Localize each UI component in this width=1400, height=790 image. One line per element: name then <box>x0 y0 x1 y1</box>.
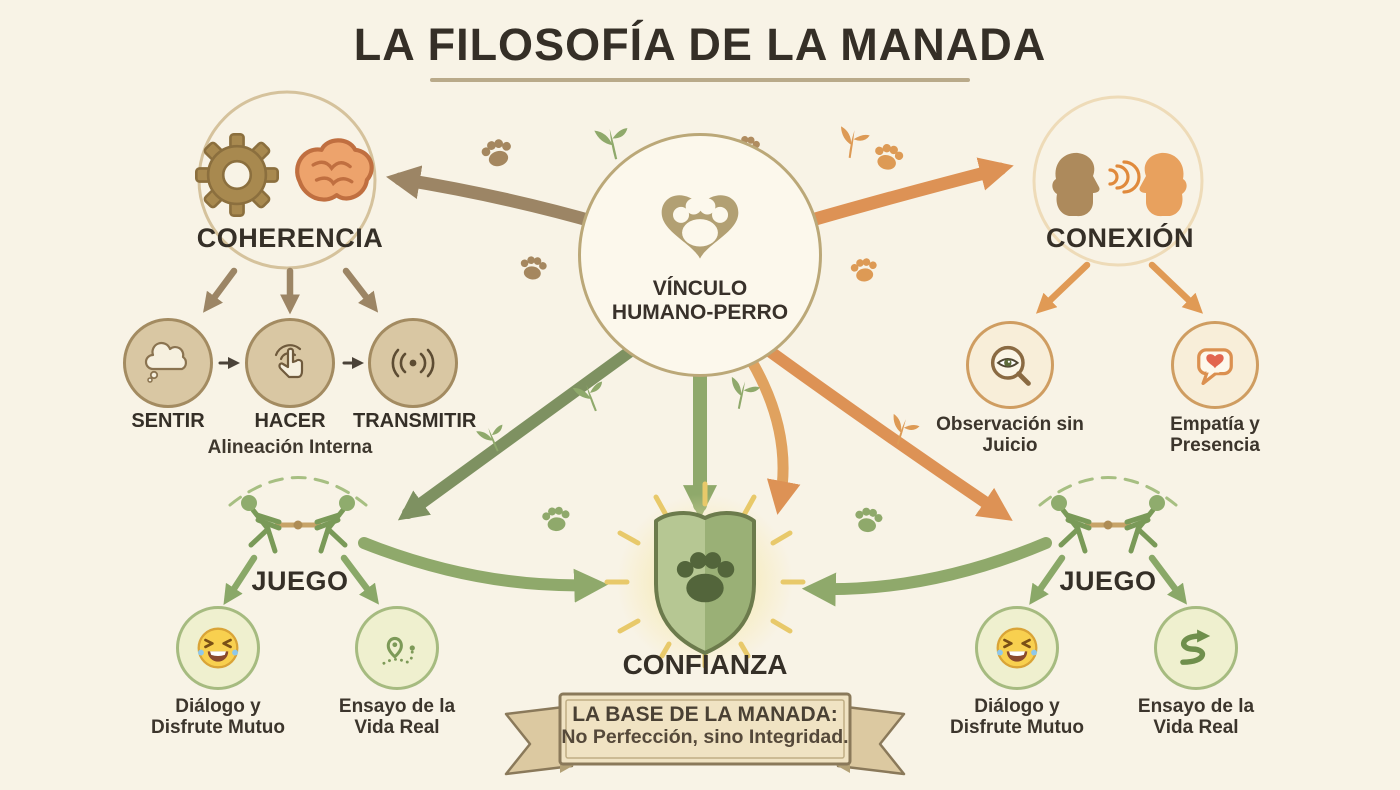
circle-observacion <box>966 321 1054 409</box>
leaf-icon <box>834 126 871 161</box>
s-curve-arrow-icon <box>1180 629 1211 665</box>
circle-dialogo-right <box>975 606 1059 690</box>
arrow-juego-right-to-confianza <box>801 537 1052 607</box>
circle-ensayo-left <box>355 606 439 690</box>
thought-cloud-icon <box>144 341 188 383</box>
leaf-icon <box>724 376 761 413</box>
step-label-transmitir: TRANSMITIR <box>353 410 477 432</box>
arrow-center-to-conexion <box>791 157 1014 231</box>
label-observacion: Observación sin Juicio <box>936 414 1084 457</box>
talking-heads-icon <box>1038 122 1198 237</box>
tug-of-war-icon-right <box>1023 487 1193 572</box>
route-map-icon <box>382 636 415 665</box>
banner-ribbon <box>504 692 906 776</box>
arrow-coherencia-to-transmitir <box>342 267 379 313</box>
paw-icon <box>871 141 906 173</box>
paw-icon <box>852 505 884 535</box>
paw-icon <box>849 256 879 284</box>
arrow-coherencia-to-sentir <box>203 267 238 313</box>
arrow-conexion-to-observacion <box>1035 261 1091 314</box>
conexion-title: CONEXIÓN <box>1045 223 1195 253</box>
paw-icon <box>479 136 516 170</box>
confianza-rays <box>604 481 806 669</box>
juego-left-arc <box>228 476 368 507</box>
circle-ensayo-right <box>1154 606 1238 690</box>
brain-icon <box>288 131 382 219</box>
confianza-title: CONFIANZA <box>622 649 788 680</box>
arrow-center-to-coherencia <box>386 165 609 231</box>
signal-waves-icon <box>391 348 435 378</box>
paw-icon <box>518 255 548 282</box>
arrow-juego-right-to-dialogo <box>1029 554 1066 605</box>
tap-hand-icon <box>274 344 304 379</box>
arrow-juego-left-to-confianza <box>358 537 609 603</box>
center-node-vinculo: VÍNCULO HUMANO-PERRO <box>578 133 822 377</box>
banner-line2: No Perfección, sino Integridad. <box>561 726 849 748</box>
juego-right-title: JUEGO <box>1059 566 1157 596</box>
tug-of-war-icon-left <box>213 487 383 572</box>
label-dialogo-left: Diálogo y Disfrute Mutuo <box>150 696 286 739</box>
circle-empatia <box>1171 321 1259 409</box>
arrow-juego-left-to-ensayo <box>340 554 379 605</box>
arrow-center-to-confianza-orange <box>745 354 801 515</box>
juego-left-title: JUEGO <box>251 566 349 596</box>
label-ensayo-left: Ensayo de la Vida Real <box>338 696 456 739</box>
juego-right-arc <box>1038 476 1178 507</box>
title-underline <box>430 78 970 82</box>
arrow-center-to-juego-left <box>397 344 638 521</box>
coherencia-title: COHERENCIA <box>196 223 384 253</box>
step-circle-transmitir <box>368 318 458 408</box>
step-label-sentir: SENTIR <box>131 410 205 432</box>
magnifier-eye-icon <box>990 345 1031 386</box>
heart-paw-icon <box>661 195 739 259</box>
banner-line1: LA BASE DE LA MANADA: <box>572 703 838 726</box>
label-dialogo-right: Diálogo y Disfrute Mutuo <box>949 696 1085 739</box>
center-node-label: VÍNCULO HUMANO-PERRO <box>611 277 789 324</box>
step-label-hacer: HACER <box>254 410 326 432</box>
conexion-ring <box>1032 95 1204 267</box>
step-circle-sentir <box>123 318 213 408</box>
paw-icon <box>541 505 572 533</box>
laughing-face-icon <box>197 627 239 669</box>
label-empatia: Empatía y Presencia <box>1170 414 1260 457</box>
speech-heart-icon <box>1197 348 1233 386</box>
arrow-conexion-to-empatia <box>1148 261 1204 314</box>
label-ensayo-right: Ensayo de la Vida Real <box>1137 696 1255 739</box>
arrow-juego-right-to-ensayo <box>1148 554 1187 605</box>
arrow-juego-left-to-dialogo <box>223 554 258 605</box>
gear-icon <box>195 133 279 217</box>
shield-paw-icon <box>654 511 756 655</box>
laughing-face-icon <box>996 627 1038 669</box>
alineacion-caption: Alineación Interna <box>207 437 373 458</box>
step-circle-hacer <box>245 318 335 408</box>
arrow-center-to-juego-right <box>762 344 1013 521</box>
circle-dialogo-left <box>176 606 260 690</box>
page-title: LA FILOSOFÍA DE LA MANADA <box>353 19 1047 70</box>
